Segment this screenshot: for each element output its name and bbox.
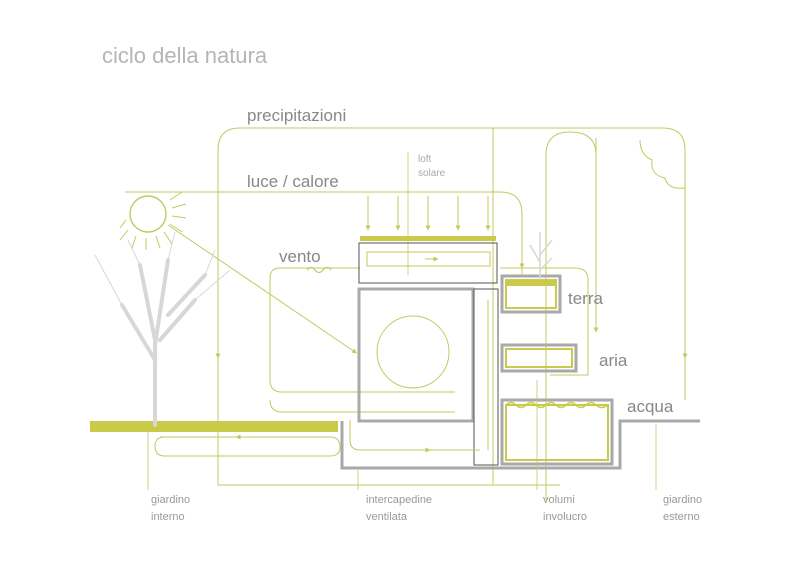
label-acqua: acqua	[627, 397, 674, 416]
diagram-title: ciclo della natura	[102, 43, 268, 68]
caption-giardino-esterno-2: esterno	[663, 511, 700, 523]
inner-garden-flow	[154, 436, 341, 457]
caption-giardino-interno-2: interno	[151, 511, 185, 523]
caption-giardino-esterno-1: giardino	[663, 494, 702, 506]
solar-loft-panel	[360, 236, 496, 241]
label-loft: loft	[418, 154, 432, 165]
cloud-icon	[639, 139, 686, 189]
label-terra: terra	[568, 289, 604, 308]
ventilated-gap	[349, 300, 489, 453]
caption-volumi-1: volumi	[543, 494, 575, 506]
label-aria: aria	[599, 351, 628, 370]
caption-intercapedine-1: intercapedine	[366, 494, 432, 506]
sun-ray	[167, 224, 358, 354]
water-volume	[500, 398, 614, 466]
caption-volumi-2: involucro	[543, 511, 587, 523]
inner-garden-ground	[90, 421, 338, 432]
light-heat-loop	[125, 191, 525, 275]
ground-section	[340, 419, 700, 470]
tree-icon	[120, 258, 207, 427]
wind-icon	[306, 266, 332, 274]
earth-volume	[500, 274, 562, 314]
caption-intercapedine-2: ventilata	[366, 511, 408, 523]
tree-branches	[94, 231, 231, 306]
caption-guides	[147, 380, 657, 490]
wind-flow	[269, 131, 599, 500]
plant-icon	[529, 232, 553, 280]
precipitation-loop	[215, 127, 688, 486]
label-vento: vento	[279, 247, 321, 266]
label-luce-calore: luce / calore	[247, 172, 339, 191]
label-solare: solare	[418, 168, 446, 179]
caption-giardino-interno-1: giardino	[151, 494, 190, 506]
label-precipitazioni: precipitazioni	[247, 106, 346, 125]
sun-icon	[119, 191, 187, 250]
building-volume	[357, 242, 499, 466]
air-volume	[500, 343, 578, 373]
